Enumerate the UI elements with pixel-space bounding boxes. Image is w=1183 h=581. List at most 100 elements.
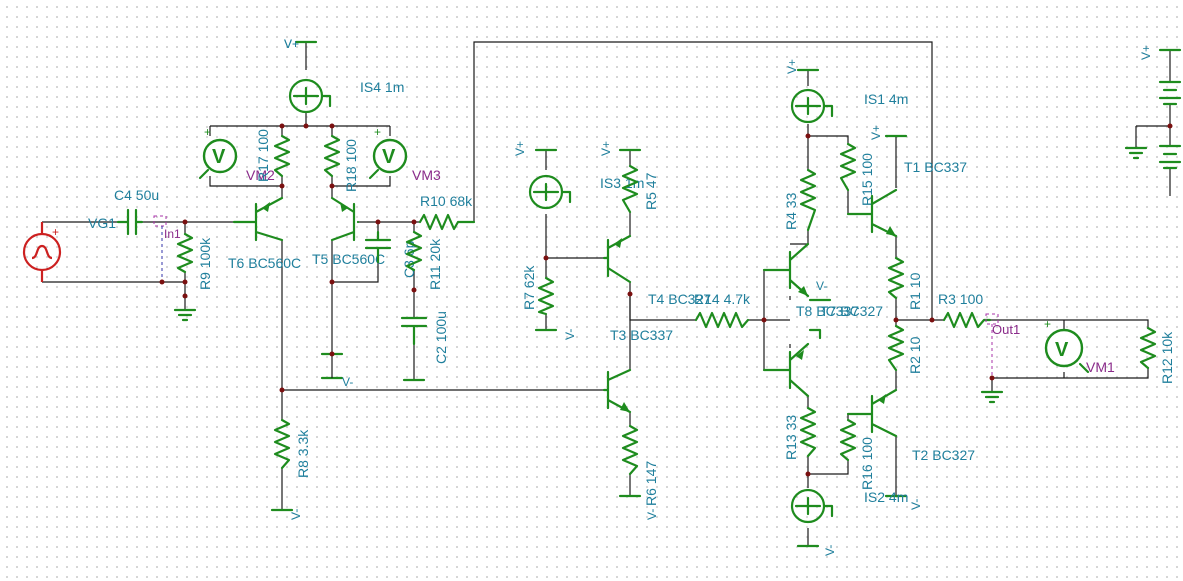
ground-battery xyxy=(1124,146,1148,160)
rail-vplus-r5: V+ xyxy=(599,141,613,156)
junctions xyxy=(159,123,1173,477)
wires xyxy=(42,41,1171,546)
rail-bar xyxy=(808,328,822,340)
label-vm1: VM1 xyxy=(1086,359,1115,375)
voltmeter-vm1[interactable]: V + xyxy=(1044,317,1090,374)
rail-vplus-battery: V+ xyxy=(1139,45,1153,60)
label-in1: In1 xyxy=(164,227,181,241)
label-r15: R15 100 xyxy=(859,153,875,206)
resistor-r12[interactable] xyxy=(1139,326,1157,370)
label-r10: R10 68k xyxy=(420,193,473,209)
rail-vplus-top: V+ xyxy=(284,37,299,51)
label-t7: T7 BC327 xyxy=(820,303,883,319)
label-is4: IS4 1m xyxy=(360,79,404,95)
svg-text:+: + xyxy=(1044,317,1051,331)
label-is3: IS3 1m xyxy=(600,175,644,191)
resistor-r3[interactable] xyxy=(942,311,992,329)
label-out1: Out1 xyxy=(992,322,1020,337)
rail-vplus-t1: V+ xyxy=(869,125,883,140)
resistor-r14[interactable] xyxy=(694,311,750,329)
capacitor-c4[interactable] xyxy=(116,208,144,236)
label-r18: R18 100 xyxy=(343,139,359,192)
label-r13: R13 33 xyxy=(783,415,799,460)
label-r12: R12 10k xyxy=(1159,331,1175,384)
transistor-t6[interactable] xyxy=(232,196,284,242)
signal-generator-vg1[interactable]: + xyxy=(22,222,62,282)
resistor-r7[interactable] xyxy=(537,276,555,316)
label-r11: R11 20k xyxy=(427,238,443,290)
transistor-t7[interactable] xyxy=(762,342,810,398)
label-t6: T6 BC560C xyxy=(228,255,301,271)
label-c4: C4 50u xyxy=(114,187,159,203)
voltmeter-vm3[interactable]: V + xyxy=(368,125,408,180)
label-r4: R4 33 xyxy=(783,192,799,230)
output-probe-out1[interactable] xyxy=(985,313,999,325)
current-source-is4[interactable] xyxy=(288,78,332,114)
transistor-t4[interactable] xyxy=(602,234,632,284)
resistor-r6[interactable] xyxy=(621,424,639,476)
label-t4: T4 BC327 xyxy=(648,291,711,307)
resistor-r17[interactable] xyxy=(273,134,291,178)
input-probe-in1[interactable] xyxy=(153,215,167,227)
rail-vplus-is3: V+ xyxy=(513,141,527,156)
resistor-r10[interactable] xyxy=(418,213,476,231)
label-vm3: VM3 xyxy=(412,167,441,183)
current-source-is1[interactable] xyxy=(790,88,834,124)
transistor-t2[interactable] xyxy=(846,388,898,438)
label-r3: R3 100 xyxy=(938,291,983,307)
resistor-r8[interactable] xyxy=(273,418,291,470)
resistor-r18[interactable] xyxy=(323,134,341,178)
label-t8: T8 BC337 xyxy=(796,303,859,319)
label-t1: T1 BC337 xyxy=(904,159,967,175)
label-r2: R2 10 xyxy=(907,336,923,374)
battery-supply[interactable] xyxy=(1158,80,1182,170)
label-r17: R17 100 xyxy=(255,129,271,182)
rail-vminus-t2: V- xyxy=(909,499,923,510)
current-source-is3[interactable] xyxy=(528,174,572,210)
resistor-r5[interactable] xyxy=(621,164,639,214)
rail-vplus-is1: V+ xyxy=(785,59,799,74)
transistor-t8[interactable] xyxy=(762,242,810,298)
svg-text:+: + xyxy=(204,125,211,139)
label-is2: IS2 4m xyxy=(864,489,908,505)
label-r5: R5 47 xyxy=(643,172,659,210)
resistor-r15[interactable] xyxy=(839,142,857,192)
svg-text:V: V xyxy=(212,146,226,168)
transistor-t1[interactable] xyxy=(846,188,898,238)
rail-vminus-r8: V- xyxy=(289,509,303,520)
rail-vminus-r7: V- xyxy=(563,329,577,340)
capacitor-c2[interactable] xyxy=(400,316,428,346)
label-r7: R7 62k xyxy=(521,265,537,310)
voltmeter-vm2[interactable]: V + xyxy=(198,125,238,180)
label-vg1: VG1 xyxy=(88,215,116,231)
transistor-t5[interactable] xyxy=(330,196,360,242)
resistor-r4[interactable] xyxy=(799,168,817,232)
label-t3: T3 BC337 xyxy=(610,327,673,343)
rail-vminus-t5: V- xyxy=(342,375,353,389)
label-r9: R9 100k xyxy=(197,237,213,290)
ground-out xyxy=(980,390,1004,404)
rail-vplus-is4: V+ xyxy=(284,37,299,51)
label-r16: R16 100 xyxy=(859,437,875,490)
ground-in xyxy=(173,308,197,322)
transistor-t3[interactable] xyxy=(602,368,632,414)
label-c2: C2 100u xyxy=(433,311,449,364)
plus-sign: + xyxy=(52,225,59,239)
resistor-r9[interactable] xyxy=(176,232,194,274)
resistor-r13[interactable] xyxy=(799,406,817,458)
label-r6: R6 147 xyxy=(643,461,659,506)
rail-vminus-is2: V- xyxy=(823,545,837,556)
resistor-r11[interactable] xyxy=(405,230,423,272)
resistor-r1[interactable] xyxy=(887,256,905,300)
svg-text:V: V xyxy=(382,146,396,168)
capacitor-c3[interactable] xyxy=(364,230,392,264)
resistor-r2[interactable] xyxy=(887,324,905,372)
label-t5: T5 BC560C xyxy=(312,251,385,267)
label-r1: R1 10 xyxy=(907,272,923,310)
label-t2: T2 BC327 xyxy=(912,447,975,463)
label-is1: IS1 4m xyxy=(864,91,908,107)
resistor-r16[interactable] xyxy=(839,418,857,462)
current-source-is2[interactable] xyxy=(790,488,834,524)
